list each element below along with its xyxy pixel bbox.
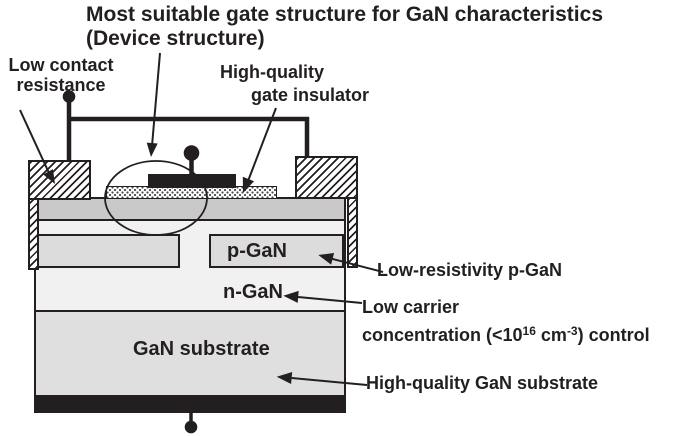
label-low-contact-line1: Low contact [8,55,114,75]
gate-terminal-dot [183,145,200,161]
left-contact [28,160,91,200]
label-gate-insulator-line1: High-quality [220,62,324,82]
layer-label-substrate: GaN substrate [133,338,270,360]
label-low-contact-line2: resistance [16,74,106,95]
label-low-carrier-line2-pre: concentration (<10 [362,325,523,345]
barrier-layer [34,197,346,221]
bottom-electrode [34,395,346,413]
layer-label-n-gan: n-GaN [223,281,283,303]
page-title-line1: Most suitable gate structure for GaN cha… [86,3,603,26]
label-low-contact: Low contact resistance [5,55,117,96]
gate-insulator-arrow [242,107,277,193]
label-low-carrier-superscript-16: 16 [522,324,536,338]
label-gate-insulator-line2: gate insulator [251,85,370,105]
label-low-carrier-superscript-minus3: -3 [566,324,578,338]
right-contact [295,156,358,199]
layer-label-p-gan: p-GaN [227,240,287,262]
gate-electrode [148,174,236,188]
label-substrate-annotation: High-quality GaN substrate [366,373,599,393]
device-structure-arrow [146,52,161,157]
page-title-line2: (Device structure) [86,27,265,50]
label-low-carrier: Low carrier concentration (<1016 cm-3) c… [362,295,650,347]
label-low-carrier-line2-post: ) control [577,325,650,345]
label-low-carrier-line1: Low carrier [362,297,460,317]
label-low-resistivity: Low-resistivity p-GaN [377,260,563,280]
label-low-carrier-mid: cm [535,325,567,345]
bottom-terminal-dot [184,420,198,434]
p-gan-block-left [36,234,180,268]
